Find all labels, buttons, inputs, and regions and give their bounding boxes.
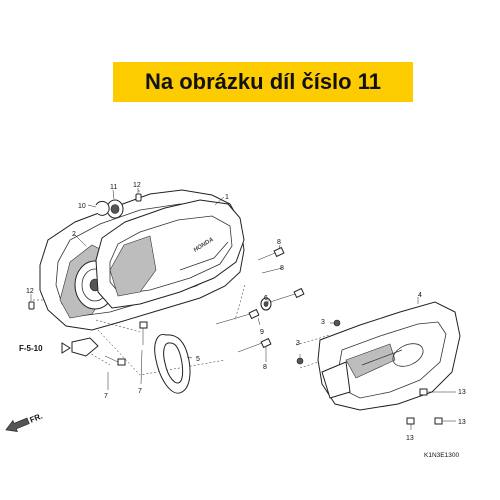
banner-text: Na obrázku díl číslo 11 xyxy=(145,69,381,94)
dowel-pins xyxy=(28,193,142,310)
callout-8c: 8 xyxy=(263,364,267,371)
diagram-code: K1N3E1300 xyxy=(424,452,459,459)
callout-11: 11 xyxy=(110,184,117,191)
callout-1: 1 xyxy=(225,194,229,201)
front-arrow-icon xyxy=(5,417,30,433)
snap-ring xyxy=(95,200,110,216)
leader-lines xyxy=(30,188,456,430)
callout-8a: 8 xyxy=(277,239,281,246)
oil-seal xyxy=(106,199,124,219)
callout-3b: 3 xyxy=(296,340,300,347)
callout-13b: 13 xyxy=(458,419,466,426)
callout-8b: 8 xyxy=(280,265,284,272)
callout-6: 6 xyxy=(264,295,268,302)
outer-cover: HONDA xyxy=(95,199,245,309)
callout-4: 4 xyxy=(418,292,422,299)
bolts xyxy=(104,246,443,425)
callout-13c: 13 xyxy=(406,435,414,442)
callout-5: 5 xyxy=(196,356,200,363)
callout-12a: 12 xyxy=(133,182,141,189)
part-number-banner: Na obrázku díl číslo 11 xyxy=(113,62,413,102)
grommet xyxy=(260,297,272,311)
section-reference-label: F-5-10 xyxy=(19,344,43,353)
callout-13a: 13 xyxy=(458,389,466,396)
front-marker-label: FR. xyxy=(29,412,44,425)
callout-7a: 7 xyxy=(138,388,142,395)
heat-guard xyxy=(317,301,461,411)
reference-bracket xyxy=(71,319,141,357)
callout-2: 2 xyxy=(72,231,76,238)
reference-arrow-icon xyxy=(61,342,71,354)
front-direction-marker: FR. xyxy=(5,412,44,433)
callout-3a: 3 xyxy=(321,319,325,326)
callout-9: 9 xyxy=(260,329,264,336)
callout-numbers: 1 2 3 3 4 5 6 7 7 8 8 8 9 10 11 12 12 13… xyxy=(26,182,466,442)
callout-10: 10 xyxy=(78,203,86,210)
callout-12b: 12 xyxy=(26,288,34,295)
section-reference: F-5-10 xyxy=(19,342,71,354)
gasket xyxy=(154,333,191,394)
callout-7b: 7 xyxy=(104,393,108,400)
